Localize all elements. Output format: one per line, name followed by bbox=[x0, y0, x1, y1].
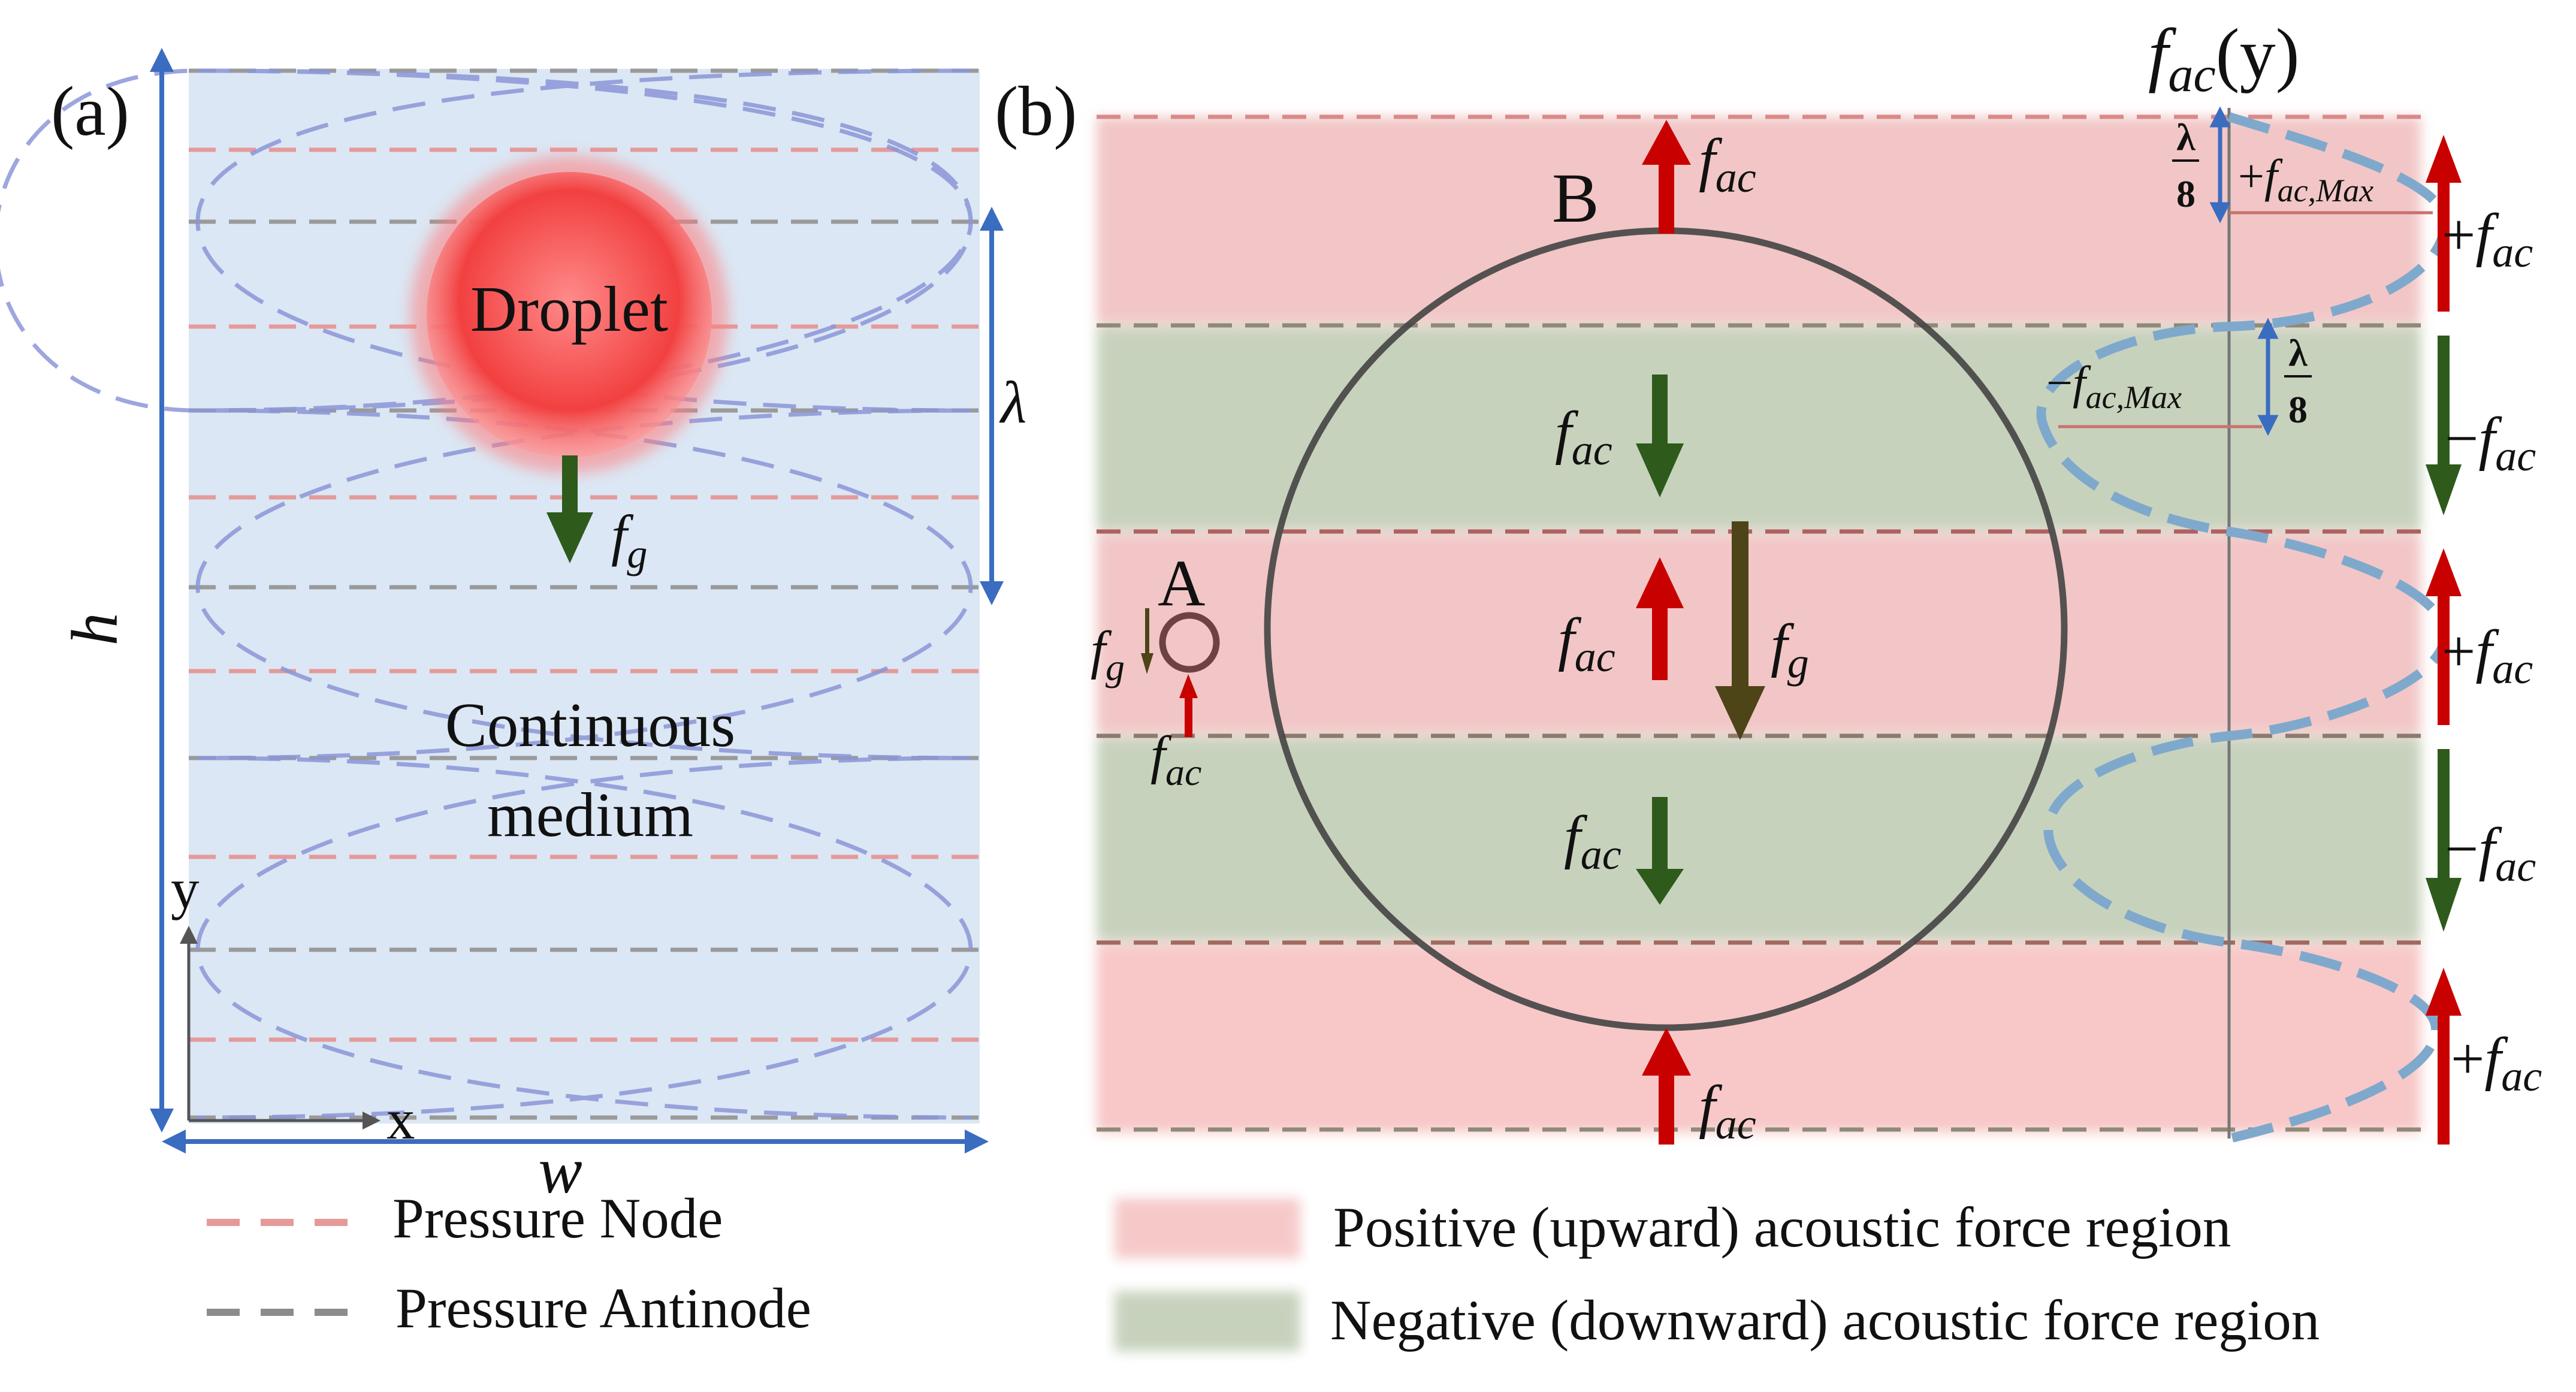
positive-region bbox=[1097, 117, 2421, 324]
small-droplet bbox=[1159, 612, 1220, 673]
side-label-pos-2: +fac bbox=[2442, 618, 2533, 693]
negative-region bbox=[1097, 737, 2421, 941]
side-label-neg-1: −fac bbox=[2445, 405, 2536, 480]
pos-max-label: +fac,Max bbox=[2238, 150, 2373, 209]
lambda8-top-den: 8 bbox=[2176, 173, 2196, 215]
negative-region bbox=[1097, 327, 2421, 530]
wavelength-label: λ bbox=[999, 369, 1026, 436]
x-axis-label: x bbox=[386, 1088, 415, 1151]
top-fac-arrow bbox=[1642, 120, 1691, 234]
top-fac-label: fac bbox=[1699, 126, 1756, 201]
side-label-pos-3: +fac bbox=[2451, 1025, 2542, 1100]
inner-down-arrow-2 bbox=[1636, 797, 1684, 905]
point-a-label: A bbox=[1158, 546, 1205, 620]
legend-antinode-label: Pressure Antinode bbox=[395, 1276, 811, 1340]
bottom-fac-arrow bbox=[1642, 1028, 1691, 1145]
force-regions bbox=[1097, 117, 2421, 1133]
pressure-lines-a bbox=[189, 68, 980, 1120]
lambda8-mid-num: λ bbox=[2288, 331, 2308, 374]
legend-b: Positive (upward) acoustic force region … bbox=[1115, 1195, 2320, 1352]
legend-positive-swatch bbox=[1115, 1198, 1300, 1258]
gravity-arrow-b bbox=[1715, 521, 1765, 740]
panel-b-label: (b) bbox=[995, 72, 1077, 150]
inner-down-arrow-1 bbox=[1636, 375, 1684, 497]
lambda8-mid-den: 8 bbox=[2288, 388, 2308, 431]
positive-region bbox=[1097, 533, 2421, 734]
side-arrow-pos-1 bbox=[2426, 135, 2462, 312]
medium-label-line2: medium bbox=[487, 780, 693, 850]
bottom-fac-label: fac bbox=[1699, 1073, 1756, 1148]
droplet bbox=[427, 172, 712, 457]
inner-fac-label-2: fac bbox=[1558, 606, 1615, 681]
side-arrow-neg-2 bbox=[2426, 749, 2462, 932]
legend-negative-swatch bbox=[1115, 1291, 1300, 1351]
medium-label-line1: Continuous bbox=[445, 690, 735, 760]
side-arrow-pos-3 bbox=[2426, 968, 2462, 1145]
side-label-neg-2: −fac bbox=[2445, 816, 2536, 890]
inner-fac-label-1: fac bbox=[1555, 399, 1612, 474]
small-fac-arrow bbox=[1179, 674, 1198, 737]
panel-b: (b) B fac fac bbox=[995, 14, 2542, 1148]
side-arrow-neg-1 bbox=[2426, 336, 2462, 515]
positive-region bbox=[1097, 944, 2421, 1133]
legend-negative-label: Negative (downward) acoustic force regio… bbox=[1330, 1288, 2320, 1352]
y-axis-label: y bbox=[171, 857, 200, 920]
lambda8-top-num: λ bbox=[2176, 116, 2196, 158]
droplet-label: Droplet bbox=[470, 274, 668, 345]
panel-a: (a) bbox=[0, 48, 1026, 1207]
side-label-pos-1: +fac bbox=[2442, 201, 2533, 276]
legend-positive-label: Positive (upward) acoustic force region bbox=[1333, 1195, 2231, 1259]
side-arrow-pos-2 bbox=[2426, 548, 2462, 725]
legend-a: Pressure Node Pressure Antinode bbox=[207, 1186, 811, 1340]
gravity-arrow-a bbox=[546, 455, 593, 563]
legend-node-label: Pressure Node bbox=[392, 1186, 723, 1250]
inner-fac-label-3: fac bbox=[1564, 804, 1621, 878]
inner-up-arrow bbox=[1636, 557, 1684, 680]
point-b-label: B bbox=[1552, 159, 1599, 237]
small-gravity-arrow bbox=[1141, 608, 1153, 674]
neg-max-label: −fac,Max bbox=[2046, 357, 2182, 415]
fac-curve-title: fac(y) bbox=[2148, 14, 2300, 102]
width-label: w bbox=[538, 1134, 582, 1207]
height-label: h bbox=[58, 613, 131, 646]
